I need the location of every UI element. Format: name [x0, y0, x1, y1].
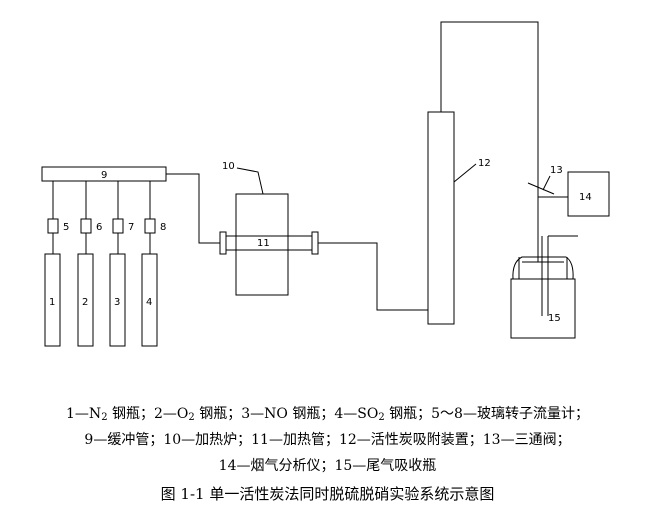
- flowmeter-6: [80, 218, 92, 234]
- label-valve: 13: [550, 165, 563, 176]
- absorption-bottle: [512, 256, 574, 280]
- apparatus-diagram: 9 5 6 7 8 1 2 3 4 10 11 12 13 14 15: [41, 21, 610, 347]
- legend-line-3: 14—烟气分析仪；15—尾气吸收瓶: [218, 458, 437, 474]
- label-cylinder-4: 4: [146, 297, 152, 308]
- label-cylinder-1: 1: [49, 297, 55, 308]
- label-cylinder-3: 3: [114, 297, 120, 308]
- tube-flange-left: [219, 231, 227, 255]
- label-cylinder-2: 2: [82, 297, 88, 308]
- cylinder-3: [109, 253, 126, 347]
- label-bottle: 15: [548, 313, 561, 324]
- label-flowmeter-6: 6: [96, 222, 102, 233]
- label-analyzer: 14: [579, 192, 592, 203]
- label-buffer: 9: [101, 170, 107, 181]
- flowmeter-7: [112, 218, 124, 234]
- label-flowmeter-5: 5: [63, 222, 69, 233]
- flue-gas-analyzer: [567, 171, 610, 217]
- label-carbon-device: 12: [478, 158, 491, 169]
- cylinder-1: [44, 253, 61, 347]
- flowmeter-8: [144, 218, 156, 234]
- activated-carbon-device: [427, 111, 455, 325]
- figure-title: 图 1-1 单一活性炭法同时脱硫脱硝实验系统示意图: [160, 485, 495, 503]
- legend-line-1: 1—N2 钢瓶；2—O2 钢瓶；3—NO 钢瓶；4—SO2 钢瓶；5～8—玻璃转…: [66, 406, 589, 423]
- flowmeter-5: [47, 218, 59, 234]
- heating-furnace: [235, 193, 289, 296]
- legend-line-2: 9—缓冲管；10—加热炉；11—加热管；12—活性炭吸附装置；13—三通阀；: [84, 432, 571, 448]
- label-furnace: 10: [222, 161, 235, 172]
- cylinder-2: [77, 253, 94, 347]
- tube-flange-right: [311, 231, 319, 255]
- label-flowmeter-8: 8: [160, 222, 166, 233]
- label-heating-tube: 11: [257, 238, 270, 249]
- cylinder-4: [141, 253, 158, 347]
- label-flowmeter-7: 7: [128, 222, 134, 233]
